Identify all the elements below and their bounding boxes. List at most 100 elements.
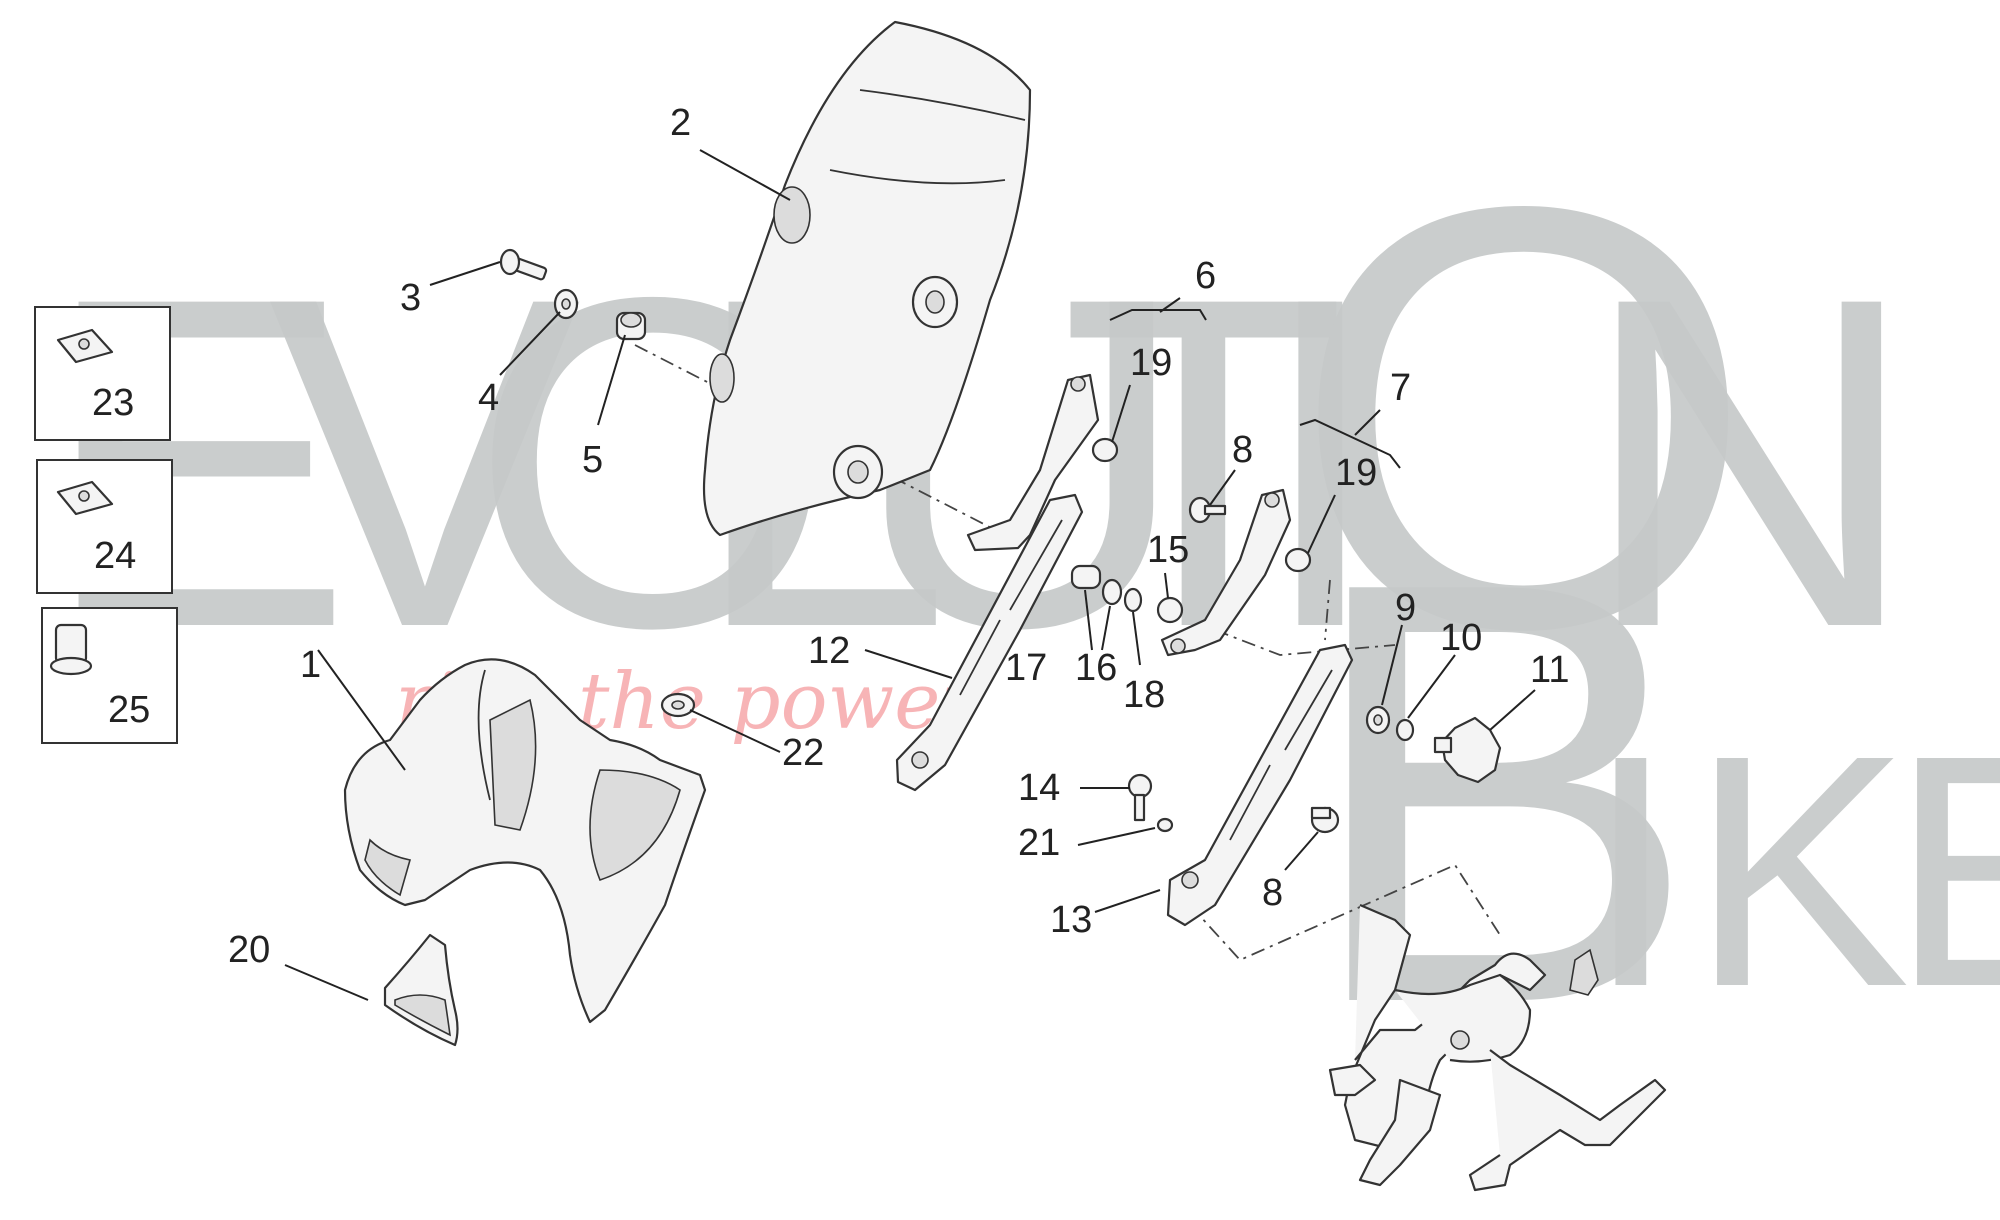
grommet-22-hole — [671, 700, 685, 710]
leader-8b — [1284, 831, 1319, 871]
screw-3 — [499, 248, 548, 281]
arm-13-hole — [1181, 871, 1199, 889]
clip-nut-hole — [78, 490, 90, 502]
washer-16 — [1101, 578, 1123, 606]
fairing-nose-line — [477, 669, 491, 801]
callout-9: 9 — [1395, 587, 1416, 629]
windscreen-mount-left — [709, 353, 735, 403]
leader-5 — [597, 334, 626, 426]
callout-25: 25 — [108, 689, 150, 731]
watermark-letter-e2: E — [1890, 686, 2000, 1055]
frame-bolt-hole — [1450, 1030, 1470, 1050]
leader-3 — [429, 261, 501, 286]
leader-22 — [689, 709, 781, 753]
kit-box-25 — [41, 607, 178, 744]
callout-19-lower: 19 — [1335, 452, 1377, 494]
callout-17: 17 — [1005, 647, 1047, 689]
callout-2: 2 — [670, 102, 691, 144]
bracket-7-body — [1160, 488, 1292, 657]
knob-11 — [1433, 716, 1502, 784]
screw-14-shaft — [1133, 793, 1146, 822]
washer-9-hole — [1373, 714, 1383, 726]
watermark-letter-k: K — [1690, 686, 1910, 1055]
assembly-line-frame — [1189, 863, 1501, 962]
callout-15: 15 — [1147, 529, 1189, 571]
bushing-17 — [1070, 564, 1102, 590]
washer-10 — [1395, 718, 1415, 742]
callout-13: 13 — [1050, 899, 1092, 941]
frame-lower-strut — [1358, 1078, 1442, 1187]
callout-10: 10 — [1440, 617, 1482, 659]
kit-box-23-frame — [34, 306, 171, 441]
leader-7-bracket — [1299, 418, 1401, 469]
nut-15-body — [1156, 596, 1184, 624]
screw-head — [499, 248, 521, 276]
washer-10-body — [1395, 718, 1415, 742]
grommet-top — [620, 312, 642, 328]
callout-18: 18 — [1123, 674, 1165, 716]
arm-13-slot — [1284, 669, 1333, 751]
leader-2 — [699, 149, 791, 201]
leader-20 — [284, 964, 369, 1001]
callout-19-upper: 19 — [1130, 342, 1172, 384]
watermark-letter-n: N — [1580, 200, 1919, 725]
callout-1: 1 — [300, 644, 321, 686]
spacer-19b-body — [1284, 547, 1312, 573]
leader-12 — [864, 649, 953, 679]
bracket-6 — [966, 373, 1100, 552]
kit-box-24-frame — [36, 459, 173, 594]
spacer-base — [49, 656, 93, 676]
knob-11-stem — [1433, 736, 1453, 754]
washer-9 — [1365, 705, 1391, 735]
callout-23: 23 — [92, 382, 134, 424]
bushing-17-body — [1070, 564, 1102, 590]
arm-12-slot — [1009, 519, 1063, 611]
leader-10 — [1407, 654, 1456, 719]
callout-21: 21 — [1018, 822, 1060, 864]
leader-21 — [1077, 827, 1156, 846]
headlight-frame — [1328, 903, 1667, 1192]
fairing-body — [343, 658, 707, 1024]
watermark-letter-o-large: O — [1290, 83, 1757, 753]
frame-mount-bracket — [1569, 948, 1599, 996]
callout-8-lower: 8 — [1262, 872, 1283, 914]
leader-13 — [1094, 889, 1161, 913]
washer-16-body — [1101, 578, 1123, 606]
callout-11: 11 — [1530, 649, 1569, 691]
fairing-side-panel — [589, 769, 681, 881]
bracket-7-hole — [1170, 638, 1186, 654]
washer-21 — [1156, 817, 1174, 833]
bracket-7-hole — [1264, 492, 1280, 508]
grommet-5 — [615, 311, 647, 341]
lower-spoiler-20 — [383, 933, 459, 1047]
callout-22: 22 — [782, 732, 824, 774]
washer-18 — [1123, 587, 1143, 613]
screw-14-head — [1127, 773, 1153, 799]
callout-6: 6 — [1195, 255, 1216, 297]
bolt-8-lower — [1310, 806, 1340, 834]
arm-12-slot — [959, 619, 1001, 696]
front-fairing — [343, 658, 707, 1024]
leader-6-bracket — [1109, 309, 1207, 321]
leader-7 — [1354, 409, 1381, 436]
callout-labels: 1 2 3 4 5 6 7 8 8 9 10 11 12 13 14 15 16… — [92, 102, 1569, 971]
windscreen-mount-top — [773, 186, 811, 244]
assembly-line-knob — [1214, 629, 1396, 656]
callout-16: 16 — [1075, 647, 1117, 689]
windscreen-curve — [859, 89, 1026, 121]
clip-nut-hole — [78, 338, 90, 350]
arm-12-body — [895, 493, 1084, 792]
kit-box-24 — [36, 459, 173, 594]
frame-left-tab — [1328, 1063, 1377, 1097]
leader-1 — [317, 649, 406, 771]
assembly-line-bracket — [1324, 579, 1331, 641]
leader-19b — [1307, 494, 1336, 554]
callout-14: 14 — [1018, 767, 1060, 809]
watermark-letter-i: I — [1255, 200, 1386, 725]
screw-14 — [1127, 773, 1153, 822]
leader-18 — [1132, 611, 1141, 666]
frame-right-leg — [1468, 1049, 1667, 1192]
spoiler-mesh — [394, 994, 451, 1037]
spacer-19a-body — [1091, 437, 1119, 463]
